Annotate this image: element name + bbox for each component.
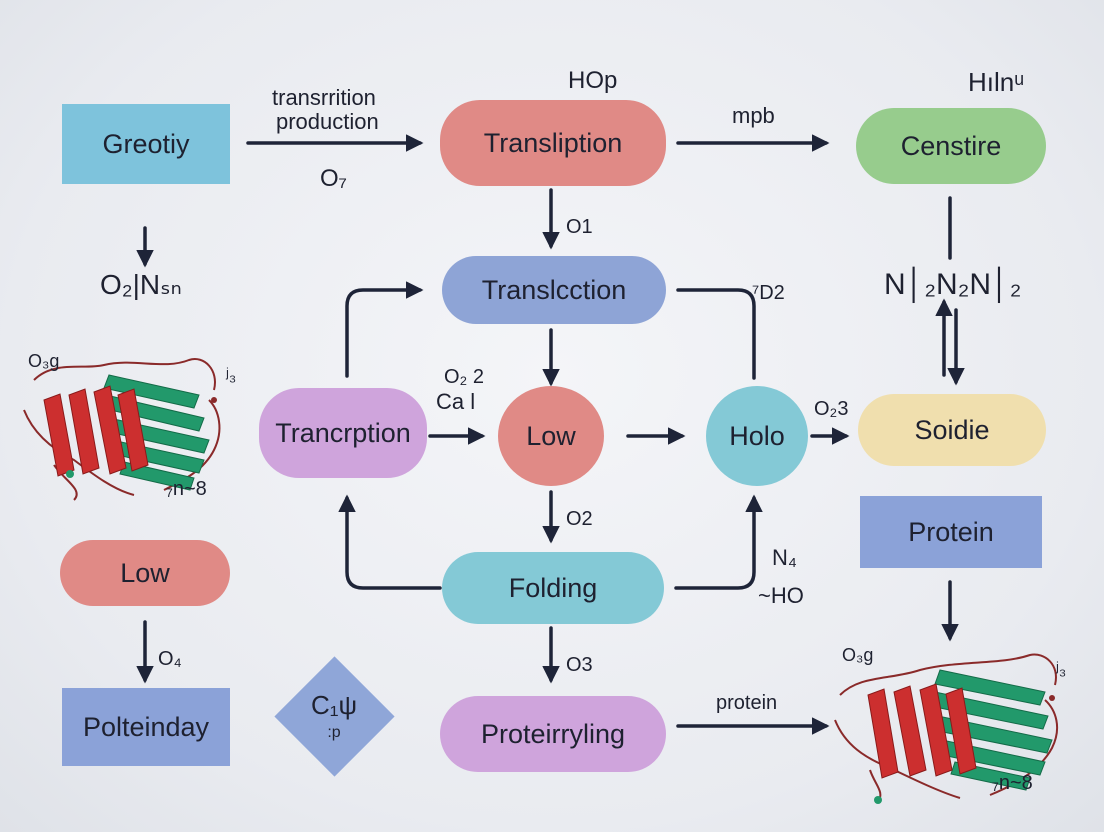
soidie-label: Soidie	[914, 414, 990, 445]
low-center-label: Low	[526, 420, 576, 451]
left-protein-label-tl: O₃ɡ	[28, 351, 60, 371]
transcription-node: Trancrption	[259, 388, 427, 478]
right-protein-label-tl: O₃ɡ	[842, 645, 874, 665]
low-left-node: Low	[60, 540, 230, 606]
o4-label: O₄	[158, 648, 182, 670]
diamond-label-top: C₁ψ	[310, 690, 358, 720]
ho-label: ~HO	[758, 583, 804, 608]
o1-label: O1	[566, 216, 593, 238]
o2-cal-label-1: O₂ 2	[444, 366, 484, 388]
o3-right-label: O₂3	[814, 398, 849, 420]
translation-top-label: Transliption	[483, 127, 623, 158]
genotype-label: Greotiy	[102, 128, 190, 159]
censtire-node: Censtire	[856, 108, 1046, 184]
o2n-label: O₂|Nₛₙ	[100, 269, 182, 300]
left-protein-label-br: ₇n~8	[166, 478, 207, 500]
translocation-label: Translcction	[481, 274, 627, 305]
low-center-node: Low	[498, 386, 604, 486]
soidie-node: Soidie	[858, 394, 1046, 466]
hop-label: HOp	[568, 67, 618, 94]
transcription-production-label-2: production	[276, 109, 379, 134]
translocation-node: Translcction	[442, 256, 666, 324]
diamond-label-bottom: :p	[327, 724, 341, 741]
transcription-label: Trancrption	[275, 417, 411, 448]
right-protein-label-br: ₇n~8	[992, 772, 1033, 794]
right-protein-structure	[834, 653, 1059, 804]
arrow-folding-to-holo	[674, 494, 763, 590]
o2-mid-label: O2	[566, 508, 593, 530]
mpb-label: mpb	[732, 103, 775, 128]
low-left-label: Low	[120, 557, 170, 588]
protein-arrow-label: protein	[716, 692, 778, 714]
arrow-folding-to-transcription	[338, 494, 442, 590]
diamond-node: C₁ψ :p	[274, 656, 395, 777]
o7-label: O₇	[320, 165, 347, 192]
o2-cal-label-2: Ca l	[436, 389, 476, 414]
translation-top-node: Transliption	[440, 100, 666, 186]
genotype-box: Greotiy	[62, 104, 230, 184]
n2n2n2-label: N│₂N₂N│₂	[884, 268, 1022, 301]
polteinday-label: Polteinday	[82, 711, 210, 742]
line-translocation-to-holo	[676, 288, 756, 380]
holo-label: Holo	[729, 420, 785, 451]
o3-bottom-label: O3	[566, 654, 593, 676]
hinu-label: Hılnᵘ	[968, 67, 1025, 97]
d2-label: ⁷D2	[752, 282, 785, 304]
censtire-label: Censtire	[900, 130, 1002, 161]
proteirryling-node: Proteirryling	[440, 696, 666, 772]
protein-box-label: Protein	[908, 516, 994, 547]
holo-node: Holo	[706, 386, 808, 486]
folding-node: Folding	[442, 552, 664, 624]
polteinday-box: Polteinday	[62, 688, 230, 766]
left-protein-label-tr: ʲ₃	[226, 365, 237, 385]
folding-label: Folding	[508, 572, 598, 603]
n4-label: N₄	[772, 545, 797, 570]
arrow-transcription-to-translocation	[345, 281, 424, 378]
transcription-production-label-1: transrrition	[272, 85, 376, 110]
proteirryling-label: Proteirryling	[480, 718, 626, 749]
protein-box: Protein	[860, 496, 1042, 568]
right-protein-label-tr: ʲ₃	[1056, 659, 1067, 679]
left-protein-structure	[23, 358, 221, 501]
